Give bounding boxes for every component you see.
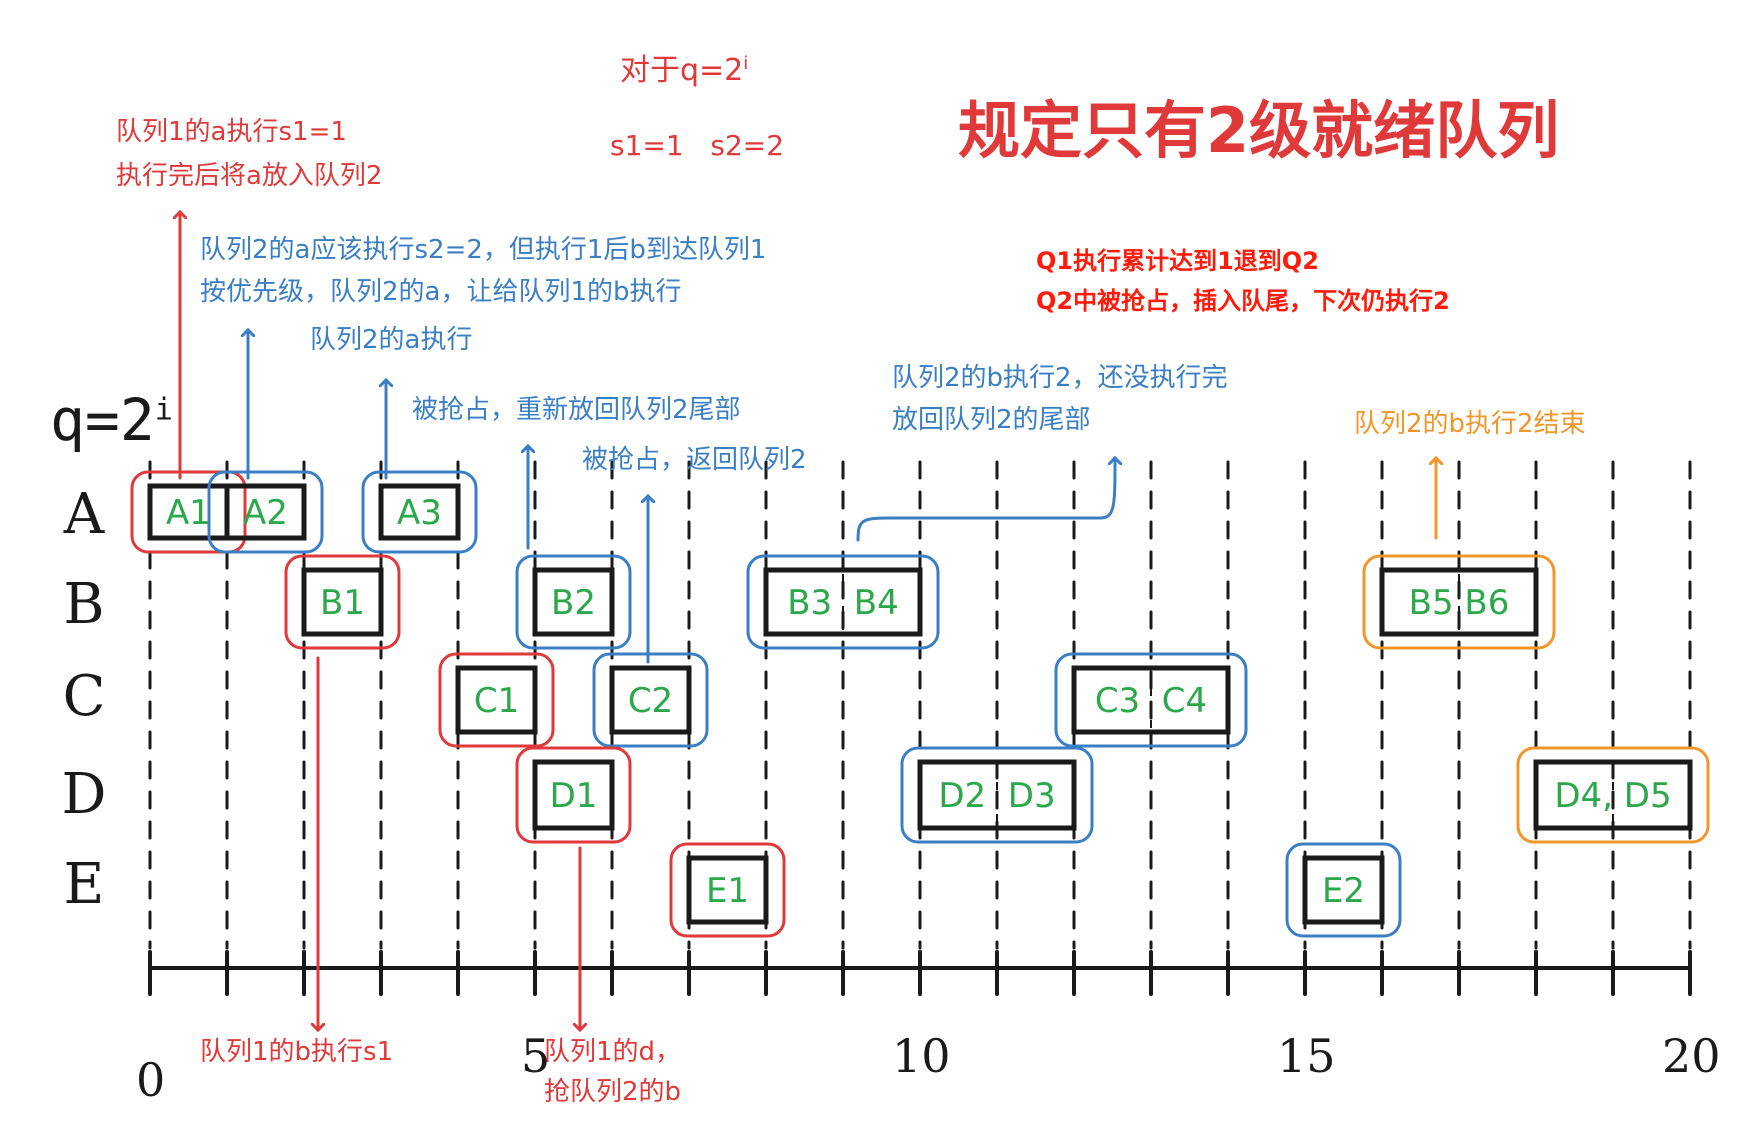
tick-label: 0 bbox=[136, 1053, 166, 1107]
process-label: B1 bbox=[320, 583, 365, 623]
process-box bbox=[686, 855, 769, 925]
process-label: D1 bbox=[550, 776, 598, 816]
queue-frame bbox=[746, 554, 940, 650]
row-label-b: B bbox=[63, 572, 105, 637]
queue-frame bbox=[130, 470, 247, 554]
process-label: A3 bbox=[397, 493, 442, 533]
queue-frame bbox=[515, 746, 632, 844]
process-block-d1: D1 bbox=[515, 746, 632, 844]
queue-frame bbox=[1362, 554, 1556, 650]
process-label: A2 bbox=[243, 493, 288, 533]
q-formula-text: 对于q=2 bbox=[620, 53, 744, 88]
annotation-a1-line2: 执行完后将a放入队列2 bbox=[116, 161, 383, 191]
process-box bbox=[378, 483, 461, 541]
process-box bbox=[301, 567, 384, 637]
process-block-d4d5: D4, D5 bbox=[1516, 746, 1710, 844]
queue-frame bbox=[900, 746, 1094, 844]
annotation-b56: 队列2的b执行2结束 bbox=[1354, 409, 1586, 439]
queue-frame bbox=[284, 554, 401, 650]
process-block-e2: E2 bbox=[1285, 842, 1402, 938]
process-block-e1: E1 bbox=[669, 842, 786, 938]
queue-frame bbox=[592, 652, 709, 748]
row-label-a: A bbox=[63, 482, 105, 547]
process-box bbox=[1533, 759, 1693, 831]
annotation-a2-line1: 队列2的a应该执行s2=2，但执行1后b到达队列1 bbox=[200, 235, 767, 265]
time-axis bbox=[148, 950, 1692, 996]
process-box bbox=[609, 665, 692, 735]
tick-label: 10 bbox=[892, 1029, 951, 1083]
process-box bbox=[1071, 665, 1231, 735]
s-values: s1=1 s2=2 bbox=[610, 129, 785, 162]
page-title: 规定只有2级就绪队列 bbox=[958, 94, 1560, 167]
annotation-b2: 被抢占，重新放回队列2尾部 bbox=[412, 395, 741, 425]
process-block-d2d3: D2 D3 bbox=[900, 746, 1094, 844]
queue-frame bbox=[669, 842, 786, 938]
process-block-b3b4: B3 B4 bbox=[746, 554, 940, 650]
process-block-c1: C1 bbox=[438, 652, 555, 748]
annotation-b34-line1: 队列2的b执行2，还没执行完 bbox=[892, 363, 1228, 393]
rule-line-2: Q2中被抢占，插入队尾，下次仍执行2 bbox=[1036, 287, 1450, 315]
process-label: E2 bbox=[1322, 871, 1365, 911]
queue-frame bbox=[207, 470, 324, 554]
arrow-b34 bbox=[856, 458, 1115, 542]
process-box bbox=[455, 665, 538, 735]
tick-label: 5 bbox=[521, 1029, 551, 1083]
queue-frame bbox=[1285, 842, 1402, 938]
process-block-c2: C2 bbox=[592, 652, 709, 748]
rule-line-1: Q1执行累计达到1退到Q2 bbox=[1036, 247, 1319, 275]
process-block-a3: A3 bbox=[361, 470, 478, 554]
process-label: C3 C4 bbox=[1095, 681, 1207, 721]
q-axis-text: q=2 bbox=[50, 386, 155, 454]
process-label: D2 D3 bbox=[938, 776, 1055, 816]
process-box bbox=[532, 759, 615, 831]
queue-frame bbox=[1516, 746, 1710, 844]
process-block-b1: B1 bbox=[284, 554, 401, 650]
q-formula-sup: i bbox=[743, 53, 749, 74]
process-box bbox=[763, 567, 923, 637]
process-label: E1 bbox=[706, 871, 749, 911]
process-block-a2: A2 bbox=[207, 470, 324, 554]
process-box bbox=[1379, 567, 1539, 637]
row-label-d: D bbox=[61, 762, 107, 827]
annotation-d1-line1: 队列1的d， bbox=[544, 1037, 682, 1067]
annotation-b1: 队列1的b执行s1 bbox=[200, 1037, 394, 1067]
process-label: C2 bbox=[628, 681, 673, 721]
row-label-e: E bbox=[63, 852, 105, 917]
annotation-b34-line2: 放回队列2的尾部 bbox=[892, 405, 1091, 435]
arrows bbox=[180, 212, 1436, 1030]
queue-frame bbox=[438, 652, 555, 748]
annotation-a1-line1: 队列1的a执行s1=1 bbox=[116, 117, 347, 147]
row-label-c: C bbox=[62, 664, 106, 729]
process-box bbox=[917, 759, 1077, 831]
annotation-d1-line2: 抢队列2的b bbox=[544, 1077, 682, 1107]
tick-label: 15 bbox=[1277, 1029, 1336, 1083]
process-label: B2 bbox=[551, 583, 596, 623]
process-label: A1 bbox=[166, 493, 211, 533]
process-block-c3c4: C3 C4 bbox=[1054, 652, 1248, 748]
process-box bbox=[224, 483, 307, 541]
q-axis-sup: i bbox=[154, 392, 173, 428]
q-axis-label: q=2i bbox=[50, 384, 173, 457]
process-label: C1 bbox=[474, 681, 519, 721]
queue-frame bbox=[1054, 652, 1248, 748]
process-label: B5 B6 bbox=[1409, 583, 1510, 623]
annotation-c2: 被抢占，返回队列2 bbox=[582, 445, 807, 475]
annotation-a3: 队列2的a执行 bbox=[310, 325, 473, 355]
annotation-a2-line2: 按优先级，队列2的a，让给队列1的b执行 bbox=[200, 277, 682, 307]
tick-label: 20 bbox=[1662, 1029, 1721, 1083]
process-label: B3 B4 bbox=[787, 583, 899, 623]
process-box bbox=[1302, 855, 1385, 925]
process-block-b2: B2 bbox=[515, 554, 632, 650]
queue-frame bbox=[361, 470, 478, 554]
queue-frame bbox=[515, 554, 632, 650]
process-box bbox=[532, 567, 615, 637]
process-label: D4, D5 bbox=[1554, 776, 1671, 816]
q-formula: 对于q=2i bbox=[620, 52, 748, 90]
process-block-b5b6: B5 B6 bbox=[1362, 554, 1556, 650]
